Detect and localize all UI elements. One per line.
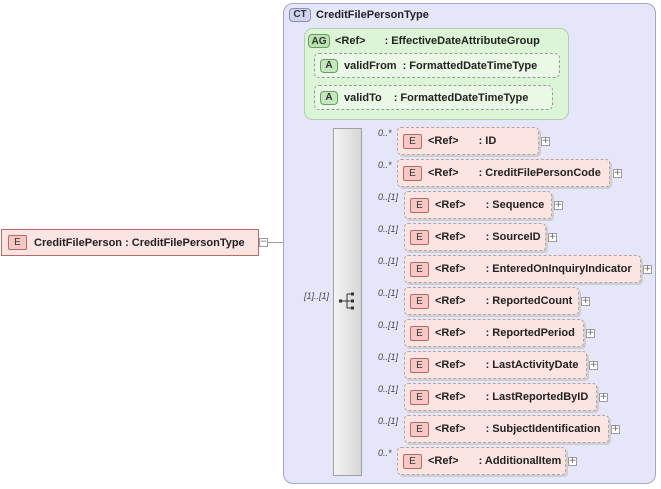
element-badge: E (410, 389, 429, 405)
element-name: : LastReportedByID (485, 391, 589, 403)
attribute-badge: A (320, 58, 338, 73)
element-badge: E (410, 325, 429, 341)
sequence-compositor-icon[interactable] (338, 291, 358, 311)
element-cardinality: 0..[1] (378, 256, 399, 266)
element-badge: E (410, 197, 429, 213)
element-badge: E (410, 261, 429, 277)
element-ref: <Ref> (435, 391, 466, 403)
element-box[interactable]: E <Ref> : ReportedPeriod (404, 319, 584, 347)
element-cardinality: 0..* (378, 128, 392, 138)
element-box[interactable]: E <Ref> : ID (397, 127, 539, 155)
element-name: : ReportedCount (485, 295, 573, 307)
attribute-badge: A (320, 90, 338, 105)
element-box[interactable]: E <Ref> : EnteredOnInquiryIndicator (404, 255, 641, 283)
element-box[interactable]: E <Ref> : LastReportedByID (404, 383, 597, 411)
element-ref: <Ref> (428, 167, 459, 179)
element-cardinality: 0..[1] (378, 192, 399, 202)
attribute-valid-to[interactable]: A validTo : FormattedDateTimeType (314, 85, 553, 110)
element-box[interactable]: E <Ref> : SubjectIdentification (404, 415, 609, 443)
element-box[interactable]: E <Ref> : ReportedCount (404, 287, 579, 315)
element-badge: E (410, 421, 429, 437)
element-name: : SourceID (485, 231, 541, 243)
element-name: : EnteredOnInquiryIndicator (485, 263, 632, 275)
element-badge: E (403, 133, 422, 149)
element-name: : AdditionalItem (478, 455, 562, 467)
element-cardinality: 0..[1] (378, 352, 399, 362)
element-cardinality: 0..[1] (378, 288, 399, 298)
element-name: : CreditFilePersonCode (478, 167, 601, 179)
element-badge: E (410, 357, 429, 373)
element-badge: E (403, 453, 422, 469)
element-cardinality: 0..[1] (378, 224, 399, 234)
element-name: : LastActivityDate (485, 359, 579, 371)
expand-icon[interactable]: + (554, 200, 563, 210)
element-ref: <Ref> (428, 455, 459, 467)
element-cardinality: 0..* (378, 160, 392, 170)
complex-type-header: CT CreditFilePersonType (289, 6, 429, 23)
sequence-cardinality: [1]..[1] (304, 291, 330, 301)
collapse-icon[interactable]: − (259, 237, 268, 247)
attribute-valid-from[interactable]: A validFrom : FormattedDateTimeType (314, 53, 560, 78)
expand-icon[interactable]: + (643, 264, 652, 274)
element-badge: E (403, 165, 422, 181)
root-element-box[interactable]: E CreditFilePerson : CreditFilePersonTyp… (1, 229, 259, 256)
element-badge: E (410, 229, 429, 245)
element-box[interactable]: E <Ref> : CreditFilePersonCode (397, 159, 610, 187)
element-ref: <Ref> (435, 423, 466, 435)
root-element-label: CreditFilePerson : CreditFilePersonType (34, 236, 245, 249)
element-box[interactable]: E <Ref> : LastActivityDate (404, 351, 587, 379)
element-ref: <Ref> (435, 359, 466, 371)
expand-icon[interactable]: + (568, 456, 577, 466)
attribute-type: : FormattedDateTimeType (402, 59, 538, 72)
attribute-type: : FormattedDateTimeType (393, 91, 529, 104)
expand-icon[interactable]: + (586, 328, 595, 338)
element-cardinality: 0..* (378, 448, 392, 458)
attribute-name: validFrom (344, 59, 397, 72)
element-ref: <Ref> (435, 295, 466, 307)
element-name: : Sequence (485, 199, 545, 211)
element-box[interactable]: E <Ref> : AdditionalItem (397, 447, 566, 475)
element-name: : SubjectIdentification (485, 423, 601, 435)
element-ref: <Ref> (428, 135, 459, 147)
attribute-name: validTo (344, 91, 382, 104)
element-name: : ID (478, 135, 497, 147)
element-badge: E (410, 293, 429, 309)
element-cardinality: 0..[1] (378, 384, 399, 394)
expand-icon[interactable]: + (589, 360, 598, 370)
attribute-group-ref: <Ref> (335, 35, 366, 47)
element-ref: <Ref> (435, 263, 466, 275)
element-ref: <Ref> (435, 327, 466, 339)
expand-icon[interactable]: + (581, 296, 590, 306)
element-badge: E (8, 235, 27, 250)
element-box[interactable]: E <Ref> : SourceID (404, 223, 546, 251)
element-name: : ReportedPeriod (485, 327, 575, 339)
attribute-group-header[interactable]: AG <Ref> : EffectiveDateAttributeGroup (308, 33, 540, 49)
expand-icon[interactable]: + (611, 424, 620, 434)
element-ref: <Ref> (435, 231, 466, 243)
element-box[interactable]: E <Ref> : Sequence (404, 191, 552, 219)
element-ref: <Ref> (435, 199, 466, 211)
expand-icon[interactable]: + (599, 392, 608, 402)
expand-icon[interactable]: + (541, 136, 550, 146)
attribute-group-name: : EffectiveDateAttributeGroup (384, 35, 540, 47)
expand-icon[interactable]: + (548, 232, 557, 242)
expand-icon[interactable]: + (613, 168, 622, 178)
complex-type-name: CreditFilePersonType (316, 8, 429, 21)
attribute-group-badge: AG (308, 34, 330, 48)
element-cardinality: 0..[1] (378, 320, 399, 330)
complex-type-badge: CT (289, 7, 311, 22)
element-cardinality: 0..[1] (378, 416, 399, 426)
